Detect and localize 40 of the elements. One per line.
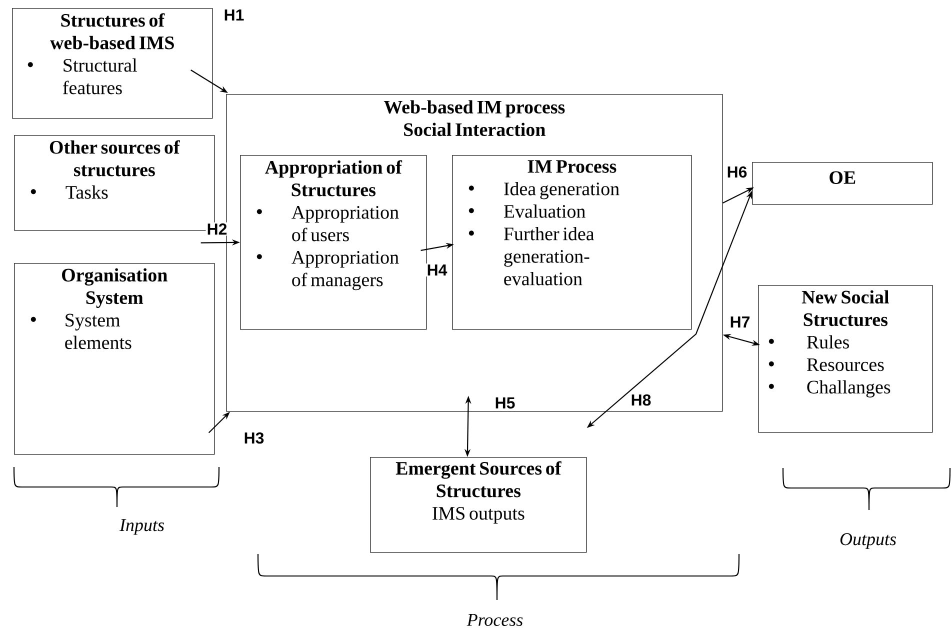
process-box [452,155,692,330]
box-heading: New Social Structures [802,290,889,326]
edge-label: H5 [494,396,516,410]
emergent-sources-box [370,457,587,553]
list-item: Evaluation [504,204,586,218]
list-item: Appropriation of users [292,206,399,242]
box-heading: Social Interaction [404,122,546,136]
output-box [758,285,933,433]
output-box [752,162,933,205]
box-text: IMS outputs [432,507,524,524]
edge-label: H4 [426,264,448,276]
box-heading: IM Process [528,160,616,173]
input-box [12,8,213,119]
edge-label: H3 [242,431,266,445]
process-box [240,155,427,330]
list-item: Rules [806,335,850,349]
edge-label: H6 [726,165,748,179]
box-heading: Other sources of structures [50,140,180,176]
box-heading: Appropriation of Structures [265,160,402,196]
edge-label: H2 [206,222,228,236]
list-item: Structural features [62,58,137,94]
edge-label: H1 [222,8,246,22]
box-heading: Structures of web-based IMS [50,13,174,50]
list-item: Tasks [66,185,108,199]
list-item: Challanges [807,380,890,398]
edge-label: H8 [630,393,652,407]
group-label: Inputs [119,519,164,535]
group-label: Process [466,614,523,626]
box-heading: Emergent Sources of Structures [396,461,562,498]
list-item: Further idea generation-evaluation [504,226,594,286]
list-item: Appropriation of managers [292,251,399,290]
box-heading: OE [830,171,856,184]
box-heading: Organisation System [62,268,168,308]
input-box [14,263,215,455]
edge-label: H7 [728,316,752,328]
group-label: Outputs [840,533,896,549]
list-item: Resources [806,358,884,372]
box-heading: Web-based IM process [384,100,565,118]
list-item: Idea generation [504,182,620,200]
list-item: System elements [65,314,132,350]
